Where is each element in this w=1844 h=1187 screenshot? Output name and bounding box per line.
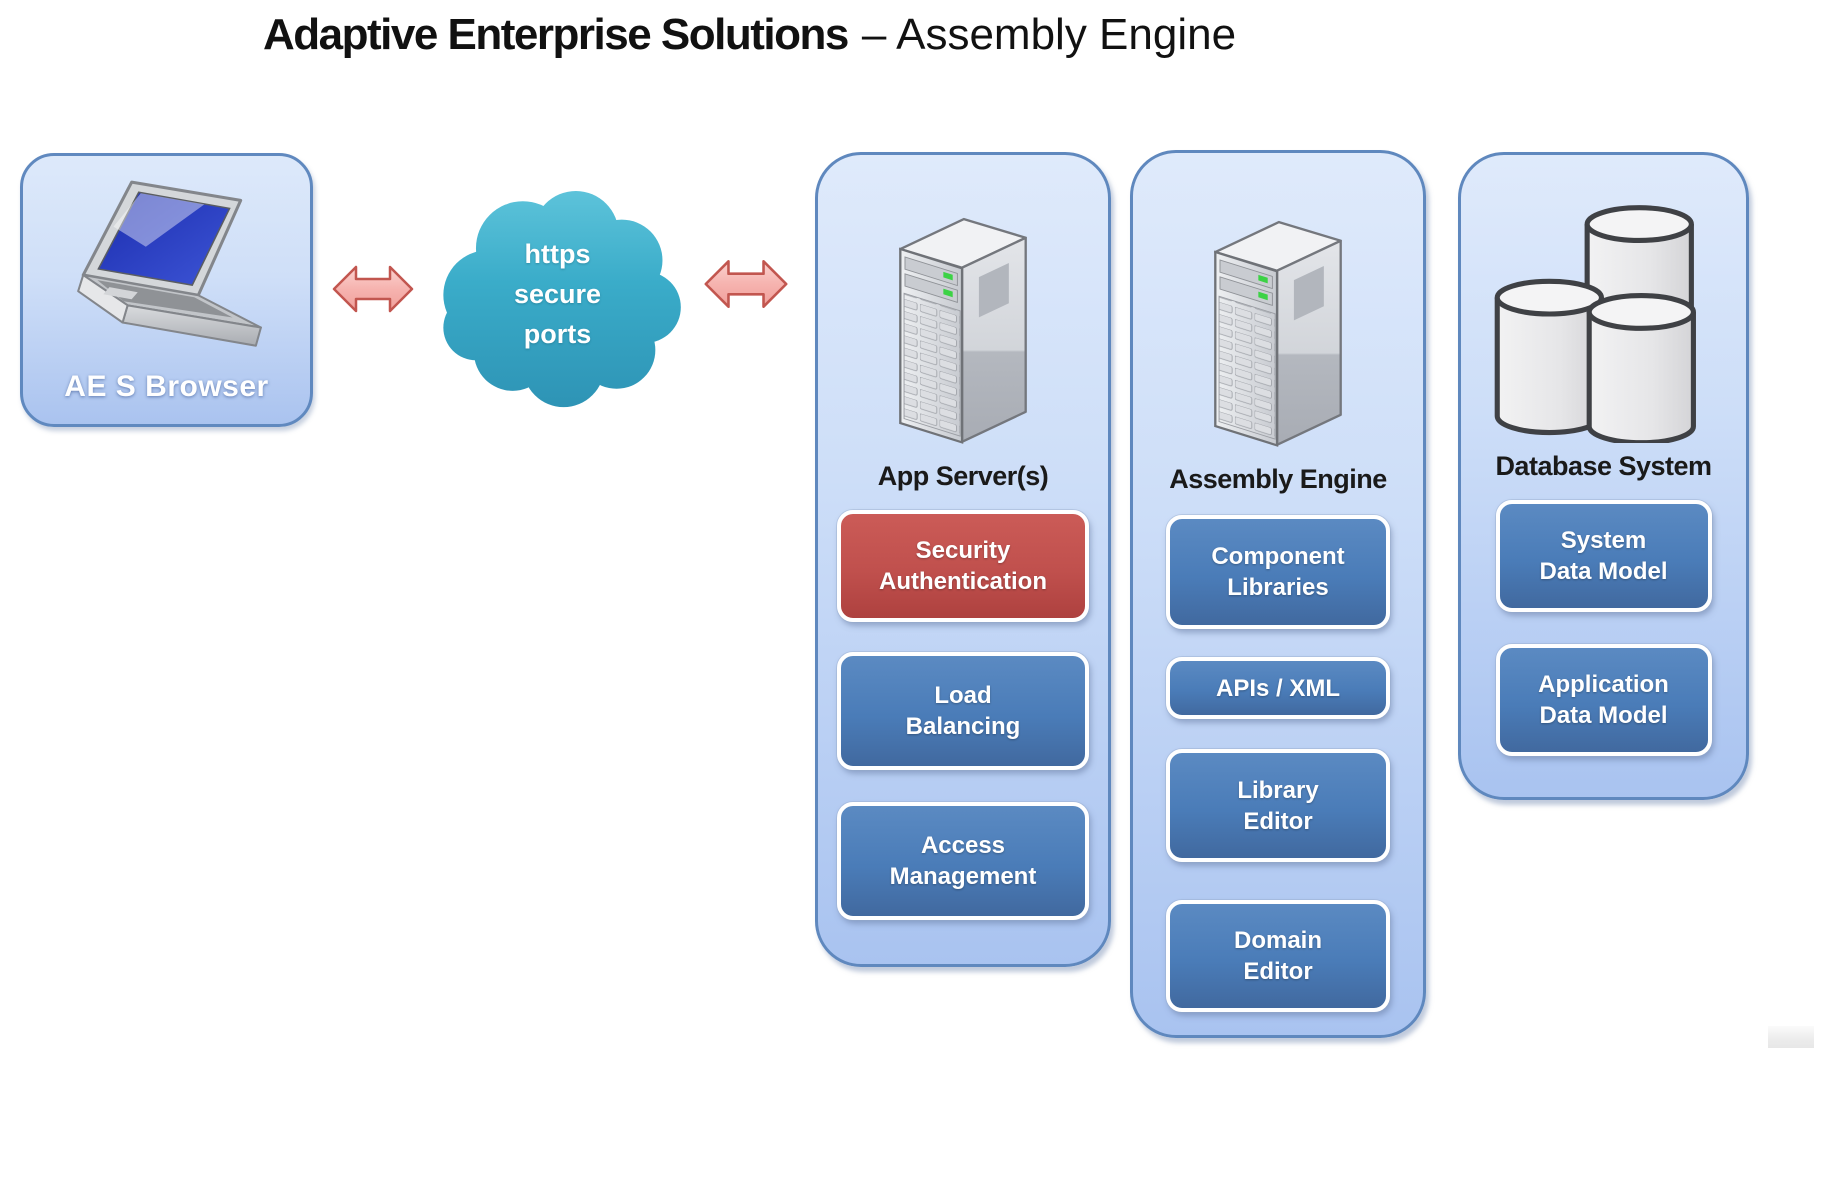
node-label: Domain Editor xyxy=(1233,927,1322,985)
node-application-data-model: Application Data Model xyxy=(1495,644,1712,756)
node-label: Security Authentication xyxy=(879,537,1047,595)
node-label: Library Editor xyxy=(1237,776,1319,835)
node-label: Component Libraries xyxy=(1211,543,1345,601)
panel-heading-database-system: Database System xyxy=(1495,451,1712,481)
node-component-libraries: Component Libraries xyxy=(1166,515,1390,629)
panel-assembly-engine: Assembly Engine Component Libraries APIs… xyxy=(1130,150,1426,1038)
node-label: Load Balancing xyxy=(905,682,1021,740)
server-tower-icon xyxy=(1189,153,1367,456)
node-label: Access Management xyxy=(889,832,1037,890)
node-security-authentication: Security Authentication xyxy=(837,510,1089,622)
node-label: Application Data Model xyxy=(1538,671,1669,729)
laptop-icon xyxy=(76,180,262,347)
page-title-main: Adaptive Enterprise Solutions xyxy=(263,10,849,59)
panel-heading-assembly-engine: Assembly Engine xyxy=(1169,464,1387,494)
cloud-icon xyxy=(443,191,681,408)
node-access-management: Access Management xyxy=(837,802,1089,920)
node-label: APIs / XML xyxy=(1215,674,1341,702)
client-browser-label: AE S Browser xyxy=(64,370,269,403)
node-library-editor: Library Editor xyxy=(1166,749,1390,862)
node-domain-editor: Domain Editor xyxy=(1166,900,1390,1012)
node-load-balancing: Load Balancing xyxy=(837,652,1089,770)
panel-app-server: App Server(s) Security Authentication Lo… xyxy=(815,152,1111,967)
node-system-data-model: System Data Model xyxy=(1495,500,1712,612)
double-arrow-icon-right xyxy=(700,251,792,322)
cloud-label: https secure ports xyxy=(513,239,602,349)
page-title-suffix: – Assembly Engine xyxy=(861,10,1237,59)
panel-heading-app-server: App Server(s) xyxy=(877,461,1049,491)
server-tower-icon xyxy=(874,155,1052,453)
scan-artifact xyxy=(1768,1026,1814,1048)
panel-database-system: Database System System Data Model Applic… xyxy=(1458,152,1749,800)
double-arrow-icon-left xyxy=(332,257,414,326)
network-cloud: https secure ports xyxy=(425,172,690,417)
node-apis-xml: APIs / XML xyxy=(1166,657,1390,719)
client-browser-box: AE S Browser xyxy=(20,153,313,427)
page-title: Adaptive Enterprise Solutions– Assembly … xyxy=(263,10,1236,60)
database-cylinders-icon xyxy=(1486,155,1721,443)
node-label: System Data Model xyxy=(1539,527,1668,585)
